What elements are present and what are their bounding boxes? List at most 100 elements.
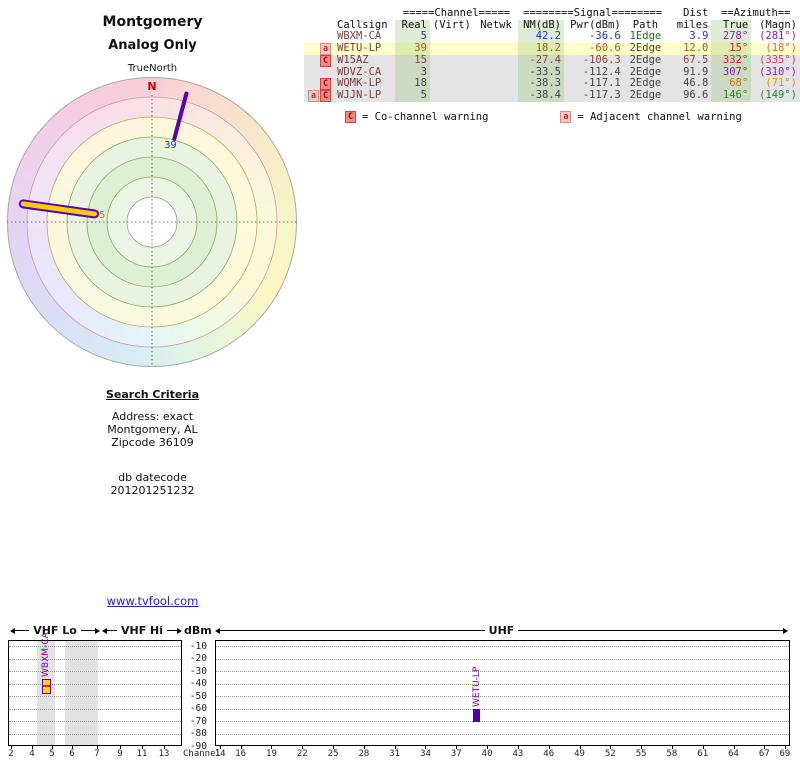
- gridline: [216, 658, 789, 660]
- gridline: [9, 696, 181, 697]
- real-cell: 39: [394, 42, 430, 55]
- axis-tick: [702, 746, 704, 749]
- tvfool-link[interactable]: www.tvfool.com: [106, 594, 199, 608]
- axis-tick: [142, 746, 143, 749]
- co-channel-warning-badge: C: [345, 111, 356, 123]
- channel-tick-label: 19: [266, 749, 277, 759]
- az-magn-cell: (335°): [759, 54, 797, 66]
- column-header-netwk: Netwk: [480, 19, 512, 31]
- axis-tick: [487, 746, 489, 749]
- axis-tick: [641, 746, 643, 749]
- dbm-tick-label: -30: [189, 665, 207, 677]
- channel-tick-label: 37: [450, 749, 462, 759]
- signal-group-header: ========Signal========: [523, 8, 663, 19]
- signal-table: =====Channel===== ========Signal========…: [304, 8, 800, 102]
- uhf-section-header: UHF: [215, 624, 788, 637]
- miles-cell: 46.8: [683, 78, 709, 90]
- virt-cell: [430, 31, 474, 43]
- warning-badges-cell: [304, 31, 334, 43]
- signal-bar: [41, 679, 51, 695]
- vhf-hi-label: VHF Hi: [120, 624, 164, 637]
- left-arrow-icon: [215, 627, 220, 634]
- virt-cell: [430, 55, 474, 67]
- warning-legend: C = Co-channel warning a = Adjacent chan…: [304, 111, 800, 123]
- dbm-tick-label: -60: [189, 703, 207, 714]
- channel-tick-label: 69: [779, 749, 791, 759]
- channel-tick-label: 31: [389, 749, 401, 759]
- callsign-cell: WETU-LP: [337, 42, 382, 54]
- axis-tick: [671, 746, 673, 749]
- search-criteria-heading: Search Criteria: [105, 388, 200, 401]
- radar-signal-marker: [20, 201, 98, 217]
- axis-tick: [11, 746, 12, 749]
- miles-cell: 67.5: [683, 54, 709, 66]
- miles-cell: 96.6: [683, 90, 709, 102]
- channel-tick-label: 25: [327, 749, 339, 759]
- axis-tick: [456, 746, 458, 749]
- channel-tick-label: 64: [728, 749, 739, 759]
- nm-cell: -33.5: [518, 66, 564, 78]
- uhf-label: UHF: [488, 624, 515, 637]
- adjacent-channel-warning-badge: a: [560, 111, 572, 123]
- channel-tick-label: 49: [574, 749, 585, 759]
- virt-cell: [430, 67, 474, 79]
- channel-tick-label: 67: [758, 749, 770, 759]
- gridline: [9, 646, 181, 647]
- blank-header: [304, 20, 334, 32]
- nm-cell: 42.2: [518, 31, 564, 43]
- dbm-tick-label: -80: [189, 728, 207, 739]
- blank-header: [304, 8, 334, 20]
- axis-tick: [579, 746, 581, 749]
- channel-axis-label: Channel: [183, 749, 221, 759]
- pwr-cell: -36.6: [589, 31, 621, 42]
- channel-tick-label: 4: [29, 749, 35, 759]
- warning-badges-cell: C: [304, 78, 334, 90]
- netwk-cell: [474, 90, 518, 102]
- signal-callsign-label: WETU-LP: [471, 666, 482, 708]
- nm-cell: -38.3: [518, 78, 564, 90]
- channel-tick-label: 6: [69, 749, 75, 759]
- column-header-az-true: True: [711, 19, 752, 31]
- callsign-cell: WDVZ-CA: [337, 66, 382, 78]
- az-magn-cell: (310°): [759, 66, 797, 78]
- pwr-cell: -60.6: [589, 42, 621, 54]
- pwr-cell: -112.4: [582, 66, 621, 78]
- axis-tick: [517, 746, 519, 749]
- gridline: [216, 708, 789, 710]
- signal-table-section: =====Channel===== ========Signal========…: [304, 8, 800, 123]
- uhf-chart-box: [215, 640, 790, 746]
- channel-tick-label: 58: [666, 749, 678, 759]
- real-cell: 15: [394, 54, 430, 67]
- group-header-row: =====Channel===== ========Signal========…: [304, 8, 800, 20]
- miles-cell: 12.0: [683, 42, 709, 54]
- path-cell: 2Edge: [629, 90, 662, 102]
- nm-cell: 18.2: [518, 42, 564, 55]
- path-cell: 2Edge: [629, 42, 662, 54]
- spectrum-chart: VHF Lo VHF Hi dBm UHF Channel -10-20-30-…: [0, 622, 800, 768]
- channel-tick-label: 52: [604, 749, 616, 759]
- orientation-label: TrueNorth: [127, 63, 178, 74]
- path-cell: 2Edge: [629, 54, 662, 66]
- path-cell: 1Edge: [629, 31, 662, 42]
- channel-tick-label: 43: [512, 749, 524, 759]
- co-channel-warning-badge: C: [320, 78, 331, 90]
- az-magn-cell: (149°): [759, 90, 797, 102]
- channel-tick-label: 13: [158, 749, 170, 759]
- gridline: [9, 733, 181, 735]
- az-magn-cell: (71°): [765, 78, 797, 90]
- column-header-az-magn: (Magn): [759, 19, 797, 31]
- callsign-cell: W15AZ: [337, 54, 369, 66]
- axis-tick: [302, 746, 304, 749]
- axis-tick: [271, 746, 273, 749]
- gridline: [9, 671, 181, 672]
- virt-cell: [430, 43, 474, 55]
- spacer: [0, 449, 305, 471]
